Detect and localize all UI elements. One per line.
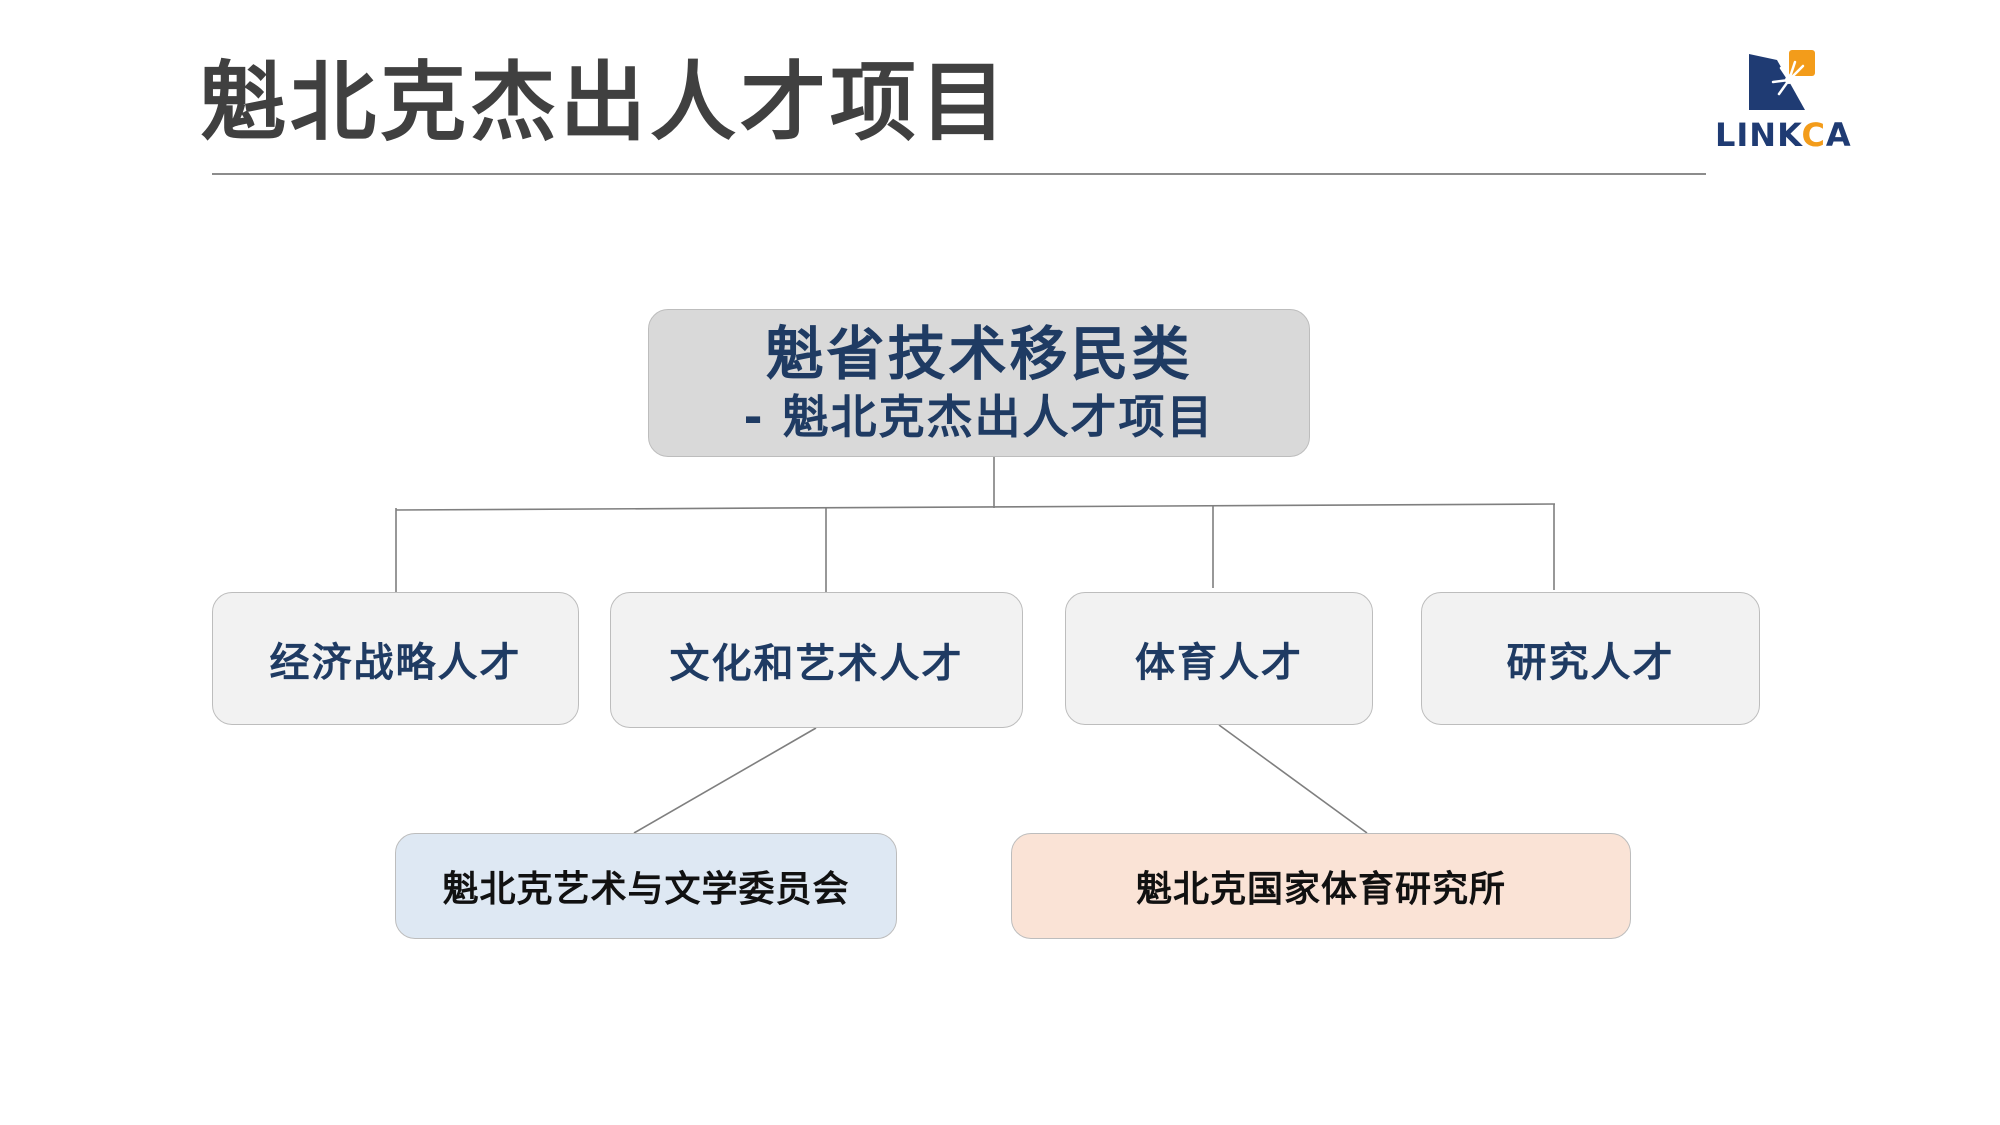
sub-node-label: 魁北克艺术与文学委员会 [442, 869, 850, 910]
category-node-sports: 体育人才 [1065, 592, 1373, 725]
title-divider [212, 173, 1706, 175]
category-node-culture-arts: 文化和艺术人才 [610, 592, 1023, 728]
category-label: 体育人才 [1135, 639, 1303, 686]
sub-link-line-2 [1218, 724, 1368, 834]
sub-node-label: 魁北克国家体育研究所 [1135, 869, 1506, 910]
category-node-research: 研究人才 [1421, 592, 1760, 725]
category-label: 文化和艺术人才 [669, 641, 964, 687]
logo-text-main: LINK [1715, 116, 1802, 154]
sub-node-sports-institute: 魁北克国家体育研究所 [1011, 833, 1631, 939]
page-title: 魁北克杰出人才项目 [200, 53, 1010, 153]
sub-node-arts-letters-council: 魁北克艺术与文学委员会 [395, 833, 897, 939]
root-node-title: 魁省技术移民类 [765, 320, 1193, 389]
linkca-logo: LINKCA [1715, 48, 1852, 158]
category-label: 研究人才 [1506, 639, 1675, 686]
logo-starburst-icon [1749, 50, 1815, 110]
bus-line [395, 503, 1556, 511]
category-node-economic: 经济战略人才 [212, 592, 579, 725]
logo-text-end: A [1825, 116, 1852, 154]
logo-text-accent: C [1801, 116, 1826, 154]
sub-link-line-1 [633, 727, 817, 834]
category-label: 经济战略人才 [269, 639, 522, 686]
root-node: 魁省技术移民类 - 魁北克杰出人才项目 [648, 309, 1310, 457]
logo-text: LINKCA [1715, 116, 1852, 154]
root-node-subtitle: - 魁北克杰出人才项目 [743, 389, 1215, 444]
